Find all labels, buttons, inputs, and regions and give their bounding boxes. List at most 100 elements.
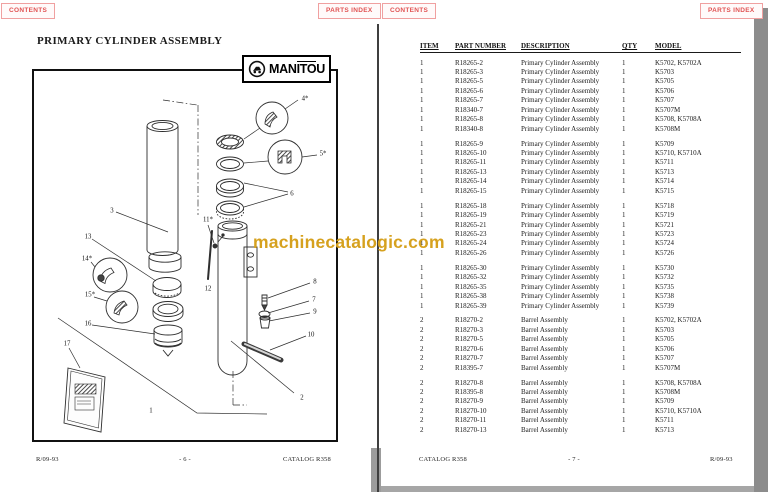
contents-button-left[interactable]: CONTENTS <box>1 3 56 19</box>
cell-item: 1 <box>420 292 424 301</box>
header-qty: QTY <box>622 42 638 50</box>
cell-item: 1 <box>420 124 424 133</box>
cell-part: R18270-11 <box>455 416 487 425</box>
cell-item: 1 <box>420 115 424 124</box>
cell-item: 2 <box>420 397 424 406</box>
cell-qty: 1 <box>622 325 626 334</box>
page-left: PRIMARY CYLINDER ASSEMBLY <box>0 0 377 492</box>
part-label-11: 11* <box>203 216 213 224</box>
cell-item: 2 <box>420 416 424 425</box>
cell-model: K5723 <box>655 229 675 238</box>
cell-part: R18265-3 <box>455 67 483 76</box>
cell-model: K5703 <box>655 67 675 76</box>
part-label-16: 16 <box>84 320 92 328</box>
footer-catalog-right: CATALOG R358 <box>419 456 467 463</box>
leader-lines <box>57 99 318 415</box>
cell-model: K5738 <box>655 292 675 301</box>
cell-part: R18265-14 <box>455 177 487 186</box>
manitou-logo-text: MANITOU <box>269 61 326 76</box>
cell-model: K5718 <box>655 201 675 210</box>
cell-item: 1 <box>420 186 424 195</box>
cell-desc: Primary Cylinder Assembly <box>521 77 600 86</box>
cell-model: K5714 <box>655 177 675 186</box>
centerline <box>162 99 247 406</box>
part-label-1: 1 <box>149 407 153 415</box>
contents-button-right[interactable]: CONTENTS <box>382 3 437 19</box>
piston <box>153 324 183 357</box>
cell-desc: Primary Cylinder Assembly <box>521 96 600 105</box>
cell-part: R18270-5 <box>455 335 483 344</box>
part-label-2: 2 <box>300 394 304 402</box>
cell-desc: Primary Cylinder Assembly <box>521 201 600 210</box>
parts-index-button-right[interactable]: PARTS INDEX <box>700 3 763 19</box>
part-label-7: 7 <box>312 296 316 304</box>
cell-desc: Primary Cylinder Assembly <box>521 124 600 133</box>
cell-part: R18265-8 <box>455 115 483 124</box>
cell-desc: Primary Cylinder Assembly <box>521 167 600 176</box>
cell-desc: Primary Cylinder Assembly <box>521 177 600 186</box>
cell-qty: 1 <box>622 301 626 310</box>
cell-part: R18265-7 <box>455 96 483 105</box>
cell-item: 1 <box>420 220 424 229</box>
cell-model: K5709 <box>655 139 675 148</box>
cell-qty: 1 <box>622 124 626 133</box>
cell-desc: Primary Cylinder Assembly <box>521 211 600 220</box>
cell-model: K5732 <box>655 273 675 282</box>
cell-item: 1 <box>420 263 424 272</box>
parts-index-button-left[interactable]: PARTS INDEX <box>318 3 381 19</box>
cell-part: R18265-6 <box>455 86 483 95</box>
cell-item: 2 <box>420 335 424 344</box>
cell-part: R18265-32 <box>455 273 487 282</box>
piston-rod <box>146 120 182 273</box>
cell-item: 1 <box>420 239 424 248</box>
cell-part: R18265-30 <box>455 263 487 272</box>
cell-part: R18265-5 <box>455 77 483 86</box>
cell-desc: Barrel Assembly <box>521 363 568 372</box>
cell-part: R18265-38 <box>455 292 487 301</box>
part-label-3: 3 <box>110 207 114 215</box>
parts-table: ITEM PART NUMBER DESCRIPTION QTY MODEL 1… <box>420 42 741 435</box>
cell-item: 2 <box>420 406 424 415</box>
cell-part: R18270-6 <box>455 344 483 353</box>
cell-part: R18270-3 <box>455 325 483 334</box>
cell-item: 1 <box>420 158 424 167</box>
cell-model: K5739 <box>655 301 675 310</box>
cell-model: K5726 <box>655 248 675 257</box>
part-label-6: 6 <box>290 190 294 198</box>
page-edge-strip <box>754 8 768 492</box>
part-label-15: 15* <box>84 291 96 299</box>
cell-model: K5705 <box>655 335 675 344</box>
cell-model: K5735 <box>655 282 675 291</box>
cell-model: K5708, K5708A <box>655 378 702 387</box>
cell-qty: 1 <box>622 201 626 210</box>
cell-desc: Primary Cylinder Assembly <box>521 292 600 301</box>
cell-item: 2 <box>420 363 424 372</box>
part-label-5: 5* <box>319 150 327 158</box>
cell-desc: Primary Cylinder Assembly <box>521 67 600 76</box>
part-label-10: 10 <box>307 331 315 339</box>
cell-qty: 1 <box>622 363 626 372</box>
cell-model: K5721 <box>655 220 675 229</box>
cell-model: K5707 <box>655 96 675 105</box>
cell-part: R18270-10 <box>455 406 487 415</box>
cell-model: K5702, K5702A <box>655 316 702 325</box>
cell-part: R18340-7 <box>455 105 483 114</box>
cell-part: R18265-23 <box>455 229 487 238</box>
cell-model: K5713 <box>655 167 675 176</box>
cell-qty: 1 <box>622 229 626 238</box>
